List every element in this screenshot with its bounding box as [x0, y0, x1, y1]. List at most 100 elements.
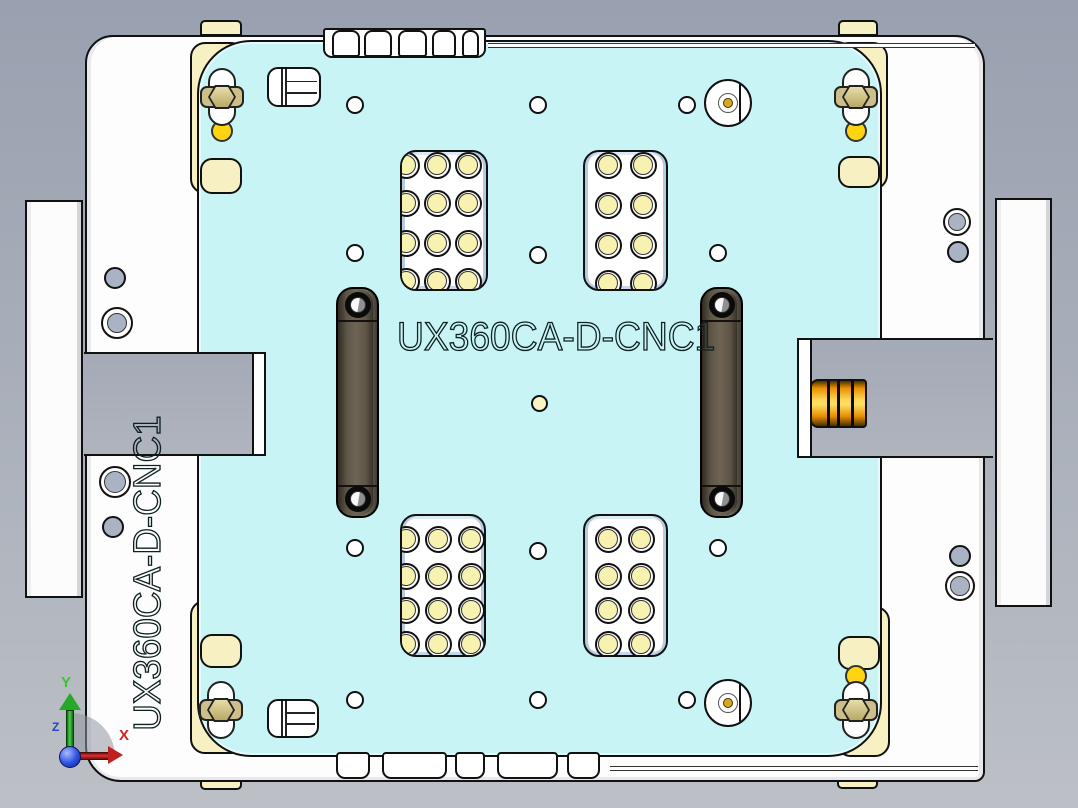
- dowel-hole: [949, 545, 971, 567]
- contact-pad: [400, 514, 486, 657]
- pad-hole-pin: [598, 600, 618, 620]
- pad-hole-pin: [598, 155, 618, 175]
- edge-tab-top: [364, 30, 392, 57]
- pad-hole-pin: [458, 193, 478, 213]
- pad-hole-pin: [633, 235, 653, 255]
- pad-hole-pin: [631, 634, 651, 654]
- latch-line: [285, 701, 287, 736]
- latch-line: [285, 80, 317, 83]
- pad-hole-pin: [461, 566, 481, 586]
- small-hole: [529, 96, 547, 114]
- contact-pad: [400, 150, 488, 291]
- edge-tab-bottom: [567, 752, 600, 779]
- gold-connector: [810, 379, 867, 428]
- left-rail: [25, 200, 83, 598]
- dowel-ring-core: [948, 213, 966, 231]
- bolt-boss: [704, 79, 752, 127]
- latch-line: [281, 69, 283, 105]
- edge-tab-top: [398, 30, 427, 57]
- pad-hole-pin: [427, 233, 447, 253]
- bracket-foot: [200, 634, 242, 668]
- x-axis-label: X: [119, 727, 130, 744]
- bolt-hex-nut: [210, 87, 234, 107]
- dowel-hole: [102, 516, 124, 538]
- small-hole: [709, 539, 727, 557]
- side-part-label: UX360CA-D-CNC1: [126, 415, 169, 732]
- clamp-bar: [336, 287, 379, 518]
- pad-hole-pin: [428, 634, 448, 654]
- pad-hole-pin: [428, 529, 448, 549]
- y-axis-arrowhead: [59, 693, 81, 710]
- pad-hole-pin: [598, 195, 618, 215]
- boss-screw: [723, 98, 733, 108]
- small-hole: [529, 542, 547, 560]
- latch-line: [285, 69, 287, 105]
- dowel-hole: [947, 241, 969, 263]
- contact-pad: [583, 150, 668, 291]
- bar-screw-head: [713, 297, 730, 313]
- pad-hole-pin: [458, 155, 478, 175]
- bolt-boss: [704, 679, 752, 727]
- pad-hole-pin: [402, 193, 416, 213]
- origin-ball: [59, 746, 81, 768]
- connector-ring-line: [851, 381, 854, 426]
- pad-hole-pin: [633, 273, 653, 289]
- pad-hole-pin: [461, 600, 481, 620]
- pad-hole-pin: [402, 155, 416, 175]
- x-axis-arrowhead: [108, 746, 123, 764]
- clamp-latch: [267, 699, 319, 738]
- edge-tab-top: [332, 30, 360, 57]
- edge-highlight-line: [488, 43, 975, 48]
- edge-tab-bottom: [497, 752, 558, 779]
- bar-shoulder-line: [338, 320, 377, 322]
- small-hole: [709, 244, 727, 262]
- latch-line: [285, 92, 317, 94]
- pad-hole-pin: [402, 529, 416, 549]
- z-axis-label: Z: [52, 720, 60, 734]
- pad-hole-pin: [458, 271, 478, 289]
- bar-shoulder-line: [702, 320, 741, 322]
- bracket-foot: [200, 158, 242, 194]
- edge-highlight-line: [610, 766, 978, 771]
- boss-screw: [723, 698, 733, 708]
- pad-hole-pin: [598, 566, 618, 586]
- connector-ring-line: [827, 381, 830, 426]
- bolt-hex-nut: [209, 700, 233, 720]
- pad-hole-pin: [598, 634, 618, 654]
- edge-tab-bottom: [336, 752, 370, 779]
- y-axis-label: Y: [61, 674, 72, 691]
- edge-tab-top: [432, 30, 456, 57]
- small-hole: [678, 96, 696, 114]
- pad-hole-pin: [598, 235, 618, 255]
- pad-hole-pin: [427, 155, 447, 175]
- bar-screw-head: [713, 491, 730, 507]
- dowel-ring-core: [104, 471, 126, 493]
- dowel-hole: [104, 267, 126, 289]
- pad-hole-pin: [631, 529, 651, 549]
- pad-hole-pin: [427, 193, 447, 213]
- small-hole: [346, 96, 364, 114]
- pad-hole-pin: [598, 529, 618, 549]
- bar-screw-head: [349, 491, 366, 507]
- bar-screw-head: [349, 297, 366, 313]
- small-hole: [529, 246, 547, 264]
- boss-edge-line: [739, 681, 741, 725]
- bolt-hex-nut: [844, 87, 868, 107]
- pad-hole-pin: [633, 155, 653, 175]
- latch-line: [285, 723, 315, 725]
- pad-hole-pin: [631, 566, 651, 586]
- dowel-ring-core: [950, 576, 970, 596]
- pad-hole-pin: [598, 273, 618, 289]
- boss-edge-line: [739, 81, 741, 125]
- dowel-ring-core: [107, 313, 127, 333]
